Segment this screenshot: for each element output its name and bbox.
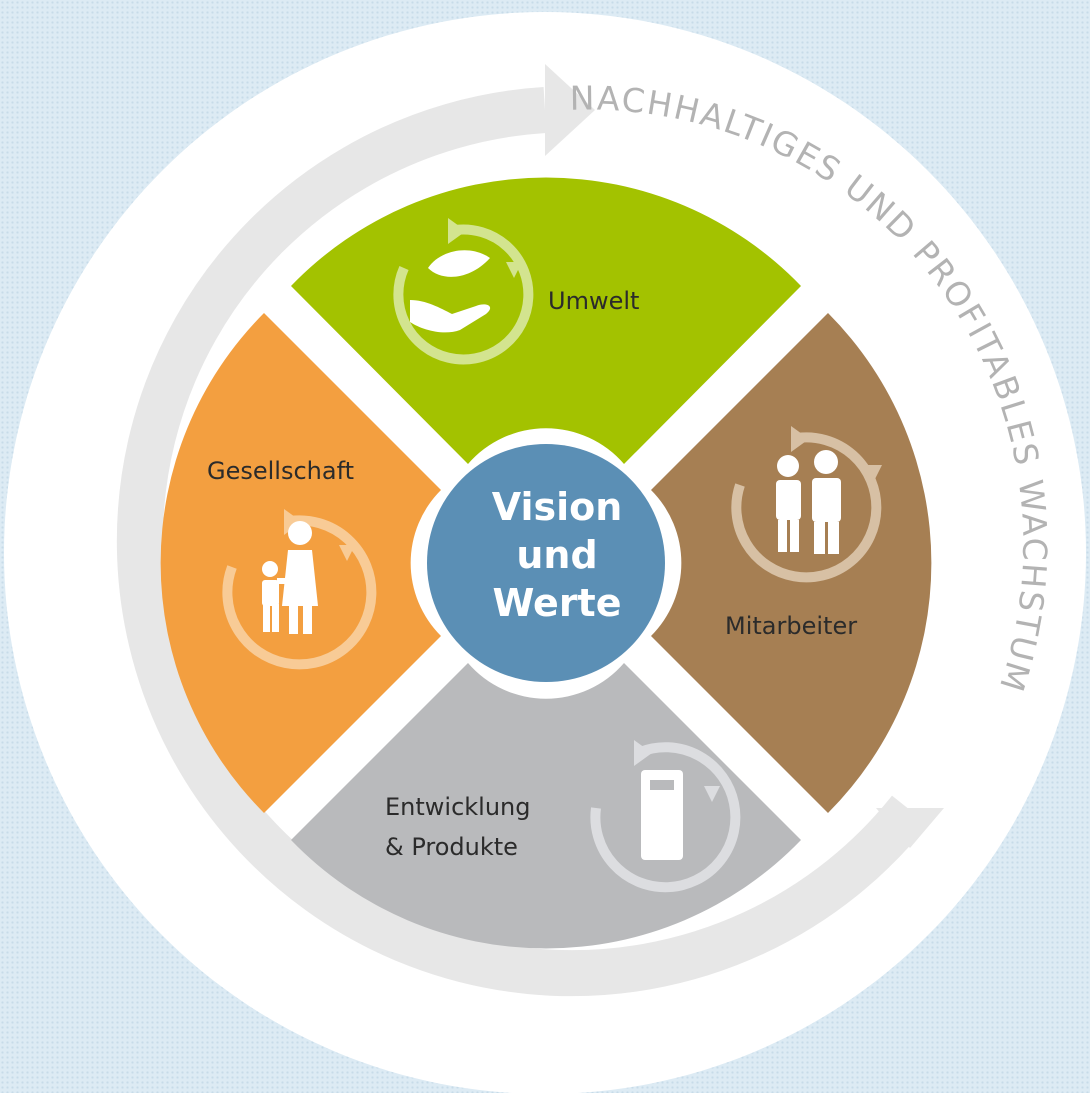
heating-unit-icon: [590, 740, 741, 893]
two-workers-icon: [731, 426, 882, 583]
segment-label-mitarbeiter: Mitarbeiter: [725, 612, 857, 640]
segment-label-umwelt: Umwelt: [548, 287, 639, 315]
segment-label-entwicklung-line1: Entwicklung: [385, 793, 531, 821]
segment-label-gesellschaft: Gesellschaft: [207, 457, 354, 485]
center-label-line1: Vision: [492, 485, 623, 529]
segment-label-entwicklung-line2: & Produkte: [385, 833, 518, 861]
center-circle[interactable]: [427, 444, 665, 682]
arrow-head-top: [545, 64, 595, 156]
center-label-line2: und: [516, 533, 597, 577]
growth-arrow: [116, 64, 944, 997]
segment-umwelt[interactable]: [291, 177, 801, 464]
segment-mitarbeiter[interactable]: [651, 313, 932, 813]
segment-entwicklung[interactable]: [291, 663, 801, 949]
parent-and-child-icon: [222, 509, 377, 670]
center-label-line3: Werte: [492, 581, 621, 625]
arrow-head-bottom-right: [876, 808, 944, 848]
leaf-in-hand-icon: [393, 218, 534, 365]
